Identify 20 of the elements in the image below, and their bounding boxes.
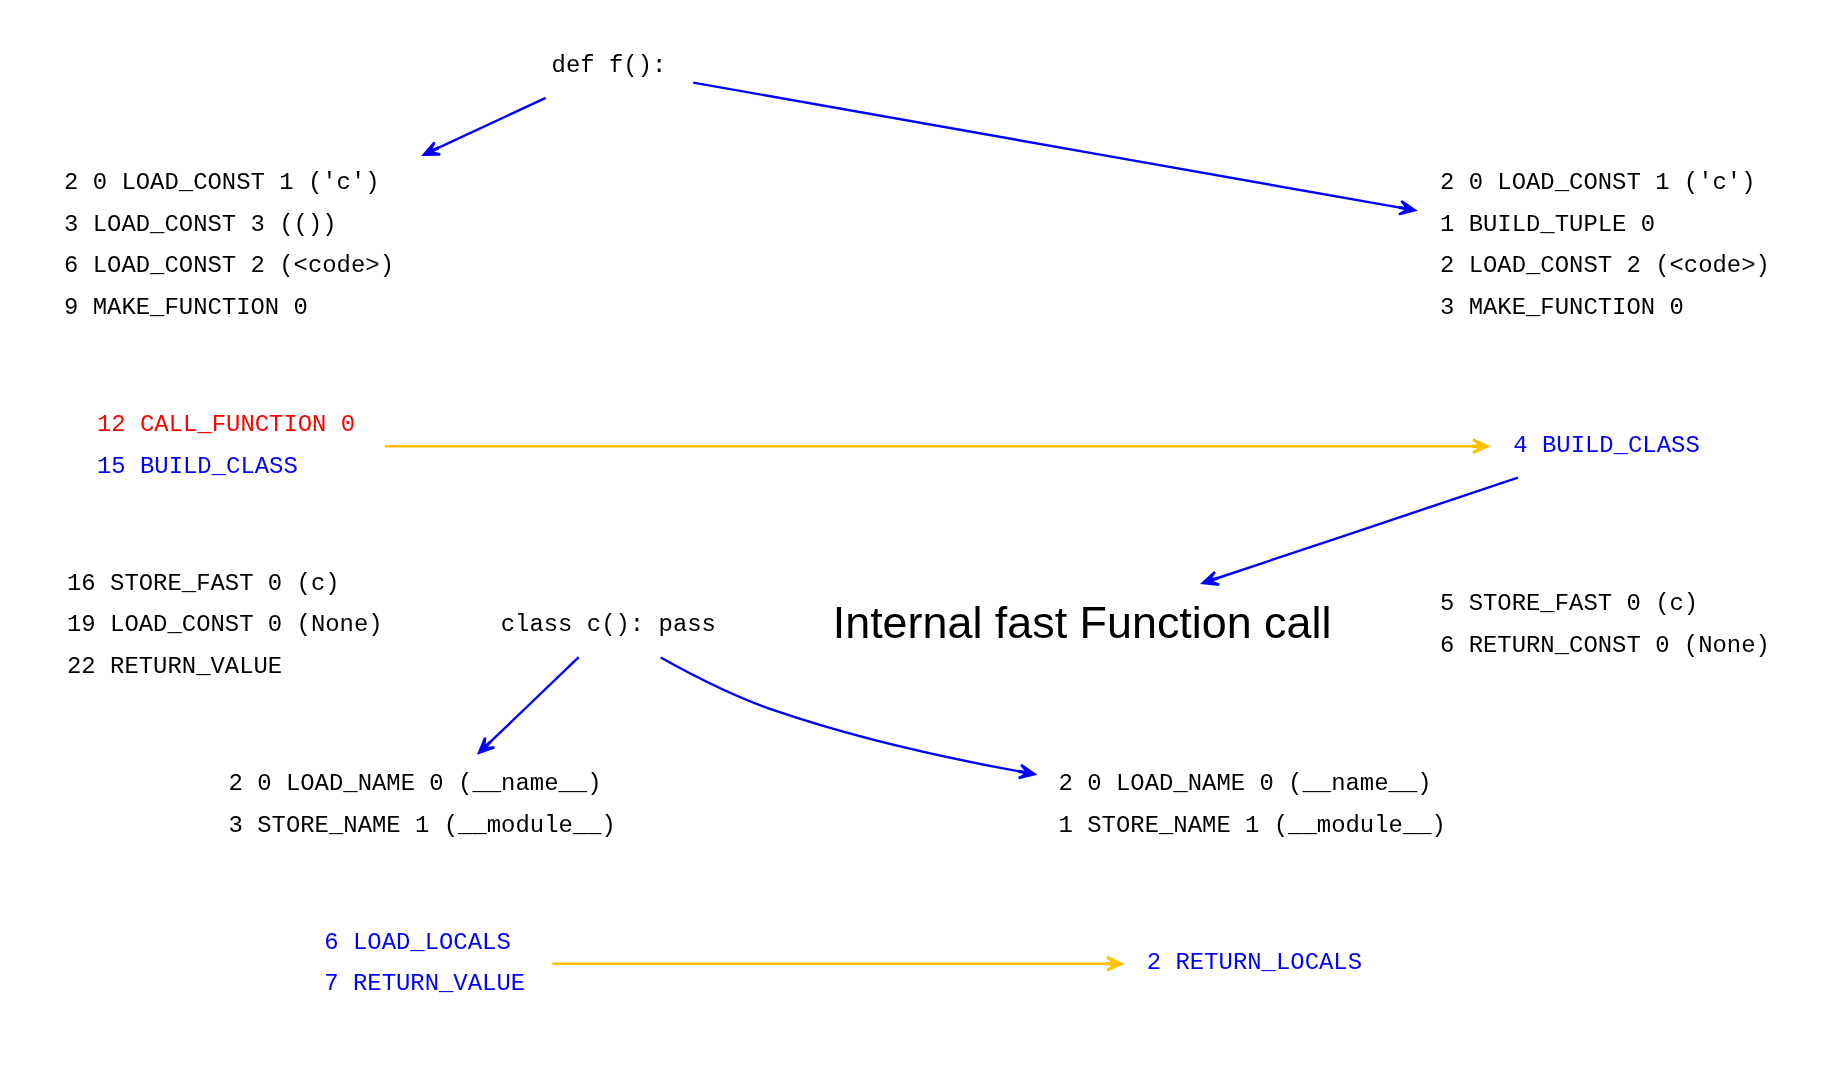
node-text: 12 CALL_FUNCTION 0 15 BUILD_CLASS xyxy=(96,410,356,480)
arrow xyxy=(1201,476,1519,586)
arrow xyxy=(693,80,1417,215)
node-text: 4 BUILD_CLASS xyxy=(1513,431,1700,459)
node-text: 2 RETURN_LOCALS xyxy=(1146,948,1363,976)
node-text: 2 0 LOAD_CONST 1 ('c') 1 BUILD_TUPLE 0 2 LOAD_CONST 2 (<code>) 3 MAKE_FUNCTION 0 xyxy=(1439,168,1770,321)
node-text: 2 0 LOAD_NAME 0 (__name__) 1 STORE_NAME 1 (__module__) xyxy=(1058,769,1446,839)
node-text: 2 0 LOAD_NAME 0 (__name__) 3 STORE_NAME 1 (__module__) xyxy=(228,769,616,839)
node-text: class c(): pass xyxy=(500,610,716,638)
arrow xyxy=(552,955,1124,972)
node-text: 2 0 LOAD_CONST 1 ('c') 3 LOAD_CONST 3 (()) 6 LOAD_CONST 2 (<code>) 9 MAKE_FUNCTION 0 xyxy=(64,168,394,321)
node-text: 16 STORE_FAST 0 (c) 19 LOAD_CONST 0 (None) 22 RETURN_VALUE xyxy=(67,569,383,680)
arrow xyxy=(384,437,1490,454)
node-text: Internal fast Function call xyxy=(832,596,1332,648)
node-text: 6 LOAD_LOCALS 7 RETURN_VALUE xyxy=(324,927,526,997)
node-text: 5 STORE_FAST 0 (c) 6 RETURN_CONST 0 (None) xyxy=(1439,589,1770,659)
node-text: def f(): xyxy=(551,51,667,79)
arrow xyxy=(477,655,580,754)
arrow xyxy=(422,96,547,156)
arrow xyxy=(660,655,1036,779)
